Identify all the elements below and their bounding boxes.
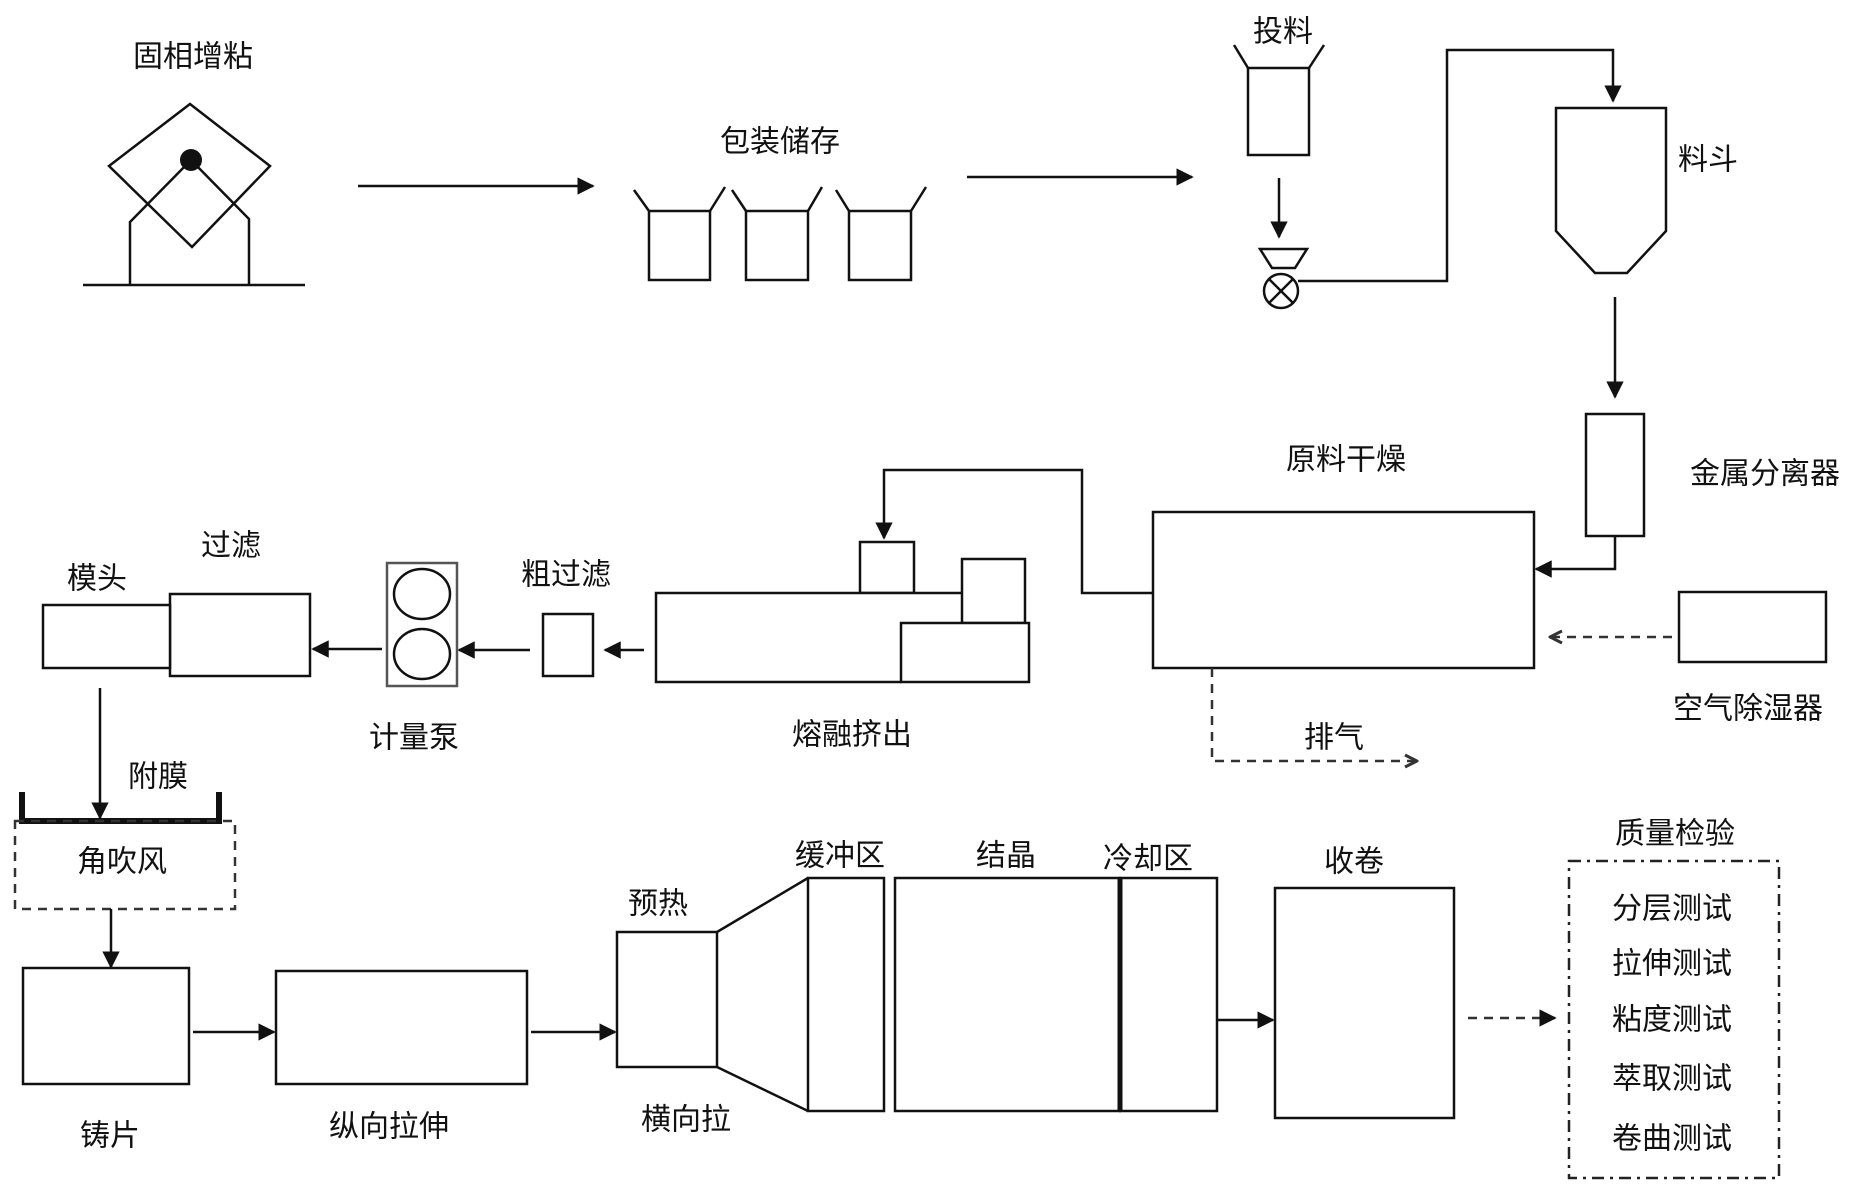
bag-icon [632, 186, 727, 282]
feeding-label: 投料 [1253, 15, 1313, 50]
cooling-zone-label: 冷却区 [1103, 842, 1193, 877]
ssp-label: 固相增粘 [133, 40, 253, 75]
extruder-motor [899, 621, 1031, 684]
buffer-zone-box [806, 876, 886, 1113]
exhaust-label: 排气 [1304, 721, 1364, 756]
crystallization-label: 结晶 [976, 839, 1036, 874]
bag-icon [834, 186, 928, 282]
metering-pump-box [385, 561, 459, 688]
md-stretch-label: 纵向拉伸 [329, 1110, 449, 1145]
film-attachment-label: 附膜 [128, 760, 188, 795]
extruder-label: 熔融挤出 [792, 718, 912, 753]
dehumidifier-label: 空气除湿器 [1673, 692, 1823, 727]
pump-gear-icon [392, 567, 452, 621]
preheat-box [615, 930, 719, 1069]
winding: 收卷 [1273, 845, 1456, 1120]
extruder-feed-throat [858, 540, 916, 595]
metal-separator-box [1584, 412, 1646, 538]
arrow-separator-to-dryer [1534, 536, 1617, 578]
feeding: 投料 [1232, 15, 1326, 310]
extruder-barrel [654, 591, 962, 684]
air-blowing-label: 角吹风 [77, 845, 167, 880]
casting-roll-tray-icon [19, 792, 222, 824]
filter: 过滤 [168, 529, 312, 678]
cooling-zone-box [1118, 876, 1219, 1113]
bag-icon [730, 186, 824, 282]
die-head-box [41, 603, 172, 670]
air-blowing-box [13, 819, 237, 911]
die-head: 模头 [41, 562, 172, 670]
ssp-reactor: 固相增粘 [83, 40, 305, 287]
hopper-label: 料斗 [1678, 143, 1738, 178]
extruder-gearbox [960, 557, 1027, 625]
longitudinal-stretching: 纵向拉伸 [274, 969, 529, 1145]
transverse-stretch-label: 横向拉 [641, 1103, 731, 1138]
coarse-filter-label: 粗过滤 [521, 558, 611, 593]
metal-separator: 金属分离器 [1584, 412, 1840, 538]
crystallization-box [893, 876, 1122, 1113]
filter-box [168, 592, 312, 678]
metal-separator-label: 金属分离器 [1690, 457, 1840, 492]
feeding-bag-icon [1232, 44, 1326, 157]
transverse-stretching: 预热 横向拉 缓冲区 结晶 冷却区 [615, 839, 1219, 1138]
dryer-box [1151, 510, 1536, 670]
quality-inspection: 质量检验 分层测试 拉伸测试 粘度测试 萃取测试 卷曲测试 [1567, 817, 1781, 1180]
qc-test-item: 粘度测试 [1612, 1003, 1732, 1038]
qc-test-item: 拉伸测试 [1612, 947, 1732, 982]
md-stretch-box [274, 969, 529, 1086]
raw-material-dryer: 原料干燥 [1151, 443, 1536, 670]
pump-gear-icon [392, 627, 452, 681]
qc-test-item: 萃取测试 [1612, 1062, 1732, 1097]
casting: 铸片 [21, 966, 191, 1154]
corner-air-blowing: 角吹风 [13, 819, 237, 911]
hopper: 料斗 [1554, 106, 1738, 275]
metering-pump-label: 计量泵 [369, 721, 459, 756]
buffer-zone-label: 缓冲区 [795, 839, 885, 874]
exhaust-line [1210, 668, 1417, 761]
winding-box [1273, 886, 1456, 1120]
qc-box [1567, 859, 1781, 1180]
ssp-stand-icon [128, 158, 251, 285]
tenter-divergence-top [716, 876, 809, 934]
die-head-label: 模头 [67, 562, 127, 597]
dryer-label: 原料干燥 [1286, 443, 1406, 478]
packaging-storage: 包装储存 [632, 125, 928, 282]
winding-label: 收卷 [1324, 845, 1384, 880]
ssp-rotating-vessel-icon [107, 102, 272, 249]
casting-label: 铸片 [80, 1119, 140, 1154]
melt-extruder: 熔融挤出 [654, 540, 1031, 753]
tenter-divergence-bottom [716, 1065, 809, 1113]
hopper-icon [1554, 106, 1668, 275]
casting-box [21, 966, 191, 1086]
air-dehumidifier: 空气除湿器 [1673, 590, 1828, 727]
coarse-filter: 粗过滤 [521, 558, 611, 678]
dehumidifier-box [1677, 590, 1828, 664]
coarse-filter-box [541, 612, 595, 678]
qc-test-item: 卷曲测试 [1612, 1122, 1732, 1157]
rotary-valve-icon [1257, 247, 1310, 310]
preheat-label: 预热 [628, 887, 688, 922]
filter-label: 过滤 [201, 529, 261, 564]
qc-label: 质量检验 [1615, 817, 1735, 852]
metering-pump: 计量泵 [369, 561, 459, 756]
qc-test-item: 分层测试 [1612, 892, 1732, 927]
arrow-dryer-to-extruder [875, 468, 1153, 595]
storage-label: 包装储存 [720, 125, 840, 160]
conveying-line-to-hopper [1298, 48, 1622, 283]
